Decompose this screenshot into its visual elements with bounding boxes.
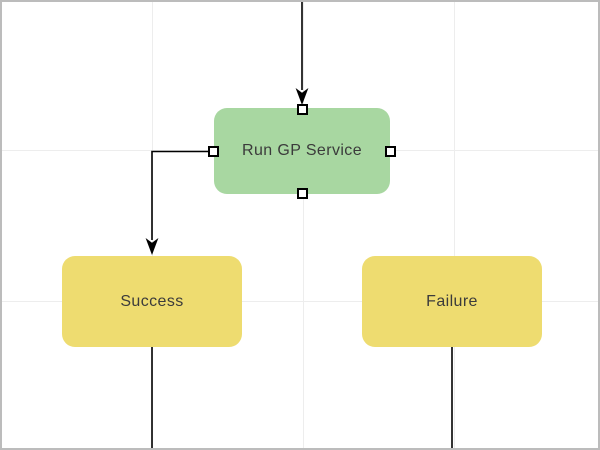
selection-handle-left[interactable]	[208, 145, 219, 157]
node-label: Run GP Service	[241, 142, 363, 159]
node-success[interactable]: Success	[62, 256, 242, 347]
node-failure[interactable]: Failure	[362, 256, 542, 347]
selection-handle-top[interactable]	[296, 104, 308, 115]
selection-handle-bottom[interactable]	[296, 188, 308, 199]
node-run-gp-service[interactable]: Run GP Service	[208, 104, 396, 199]
node-label: Success	[120, 292, 184, 310]
arrowhead-down-icon	[145, 238, 159, 255]
arrowhead-down-icon	[295, 88, 309, 105]
selection-handle-right[interactable]	[385, 145, 396, 157]
connector-run-gp-service-to-success[interactable]	[145, 150, 216, 256]
node-label: Failure	[426, 292, 478, 310]
connector-incoming-top[interactable]	[295, 2, 309, 105]
